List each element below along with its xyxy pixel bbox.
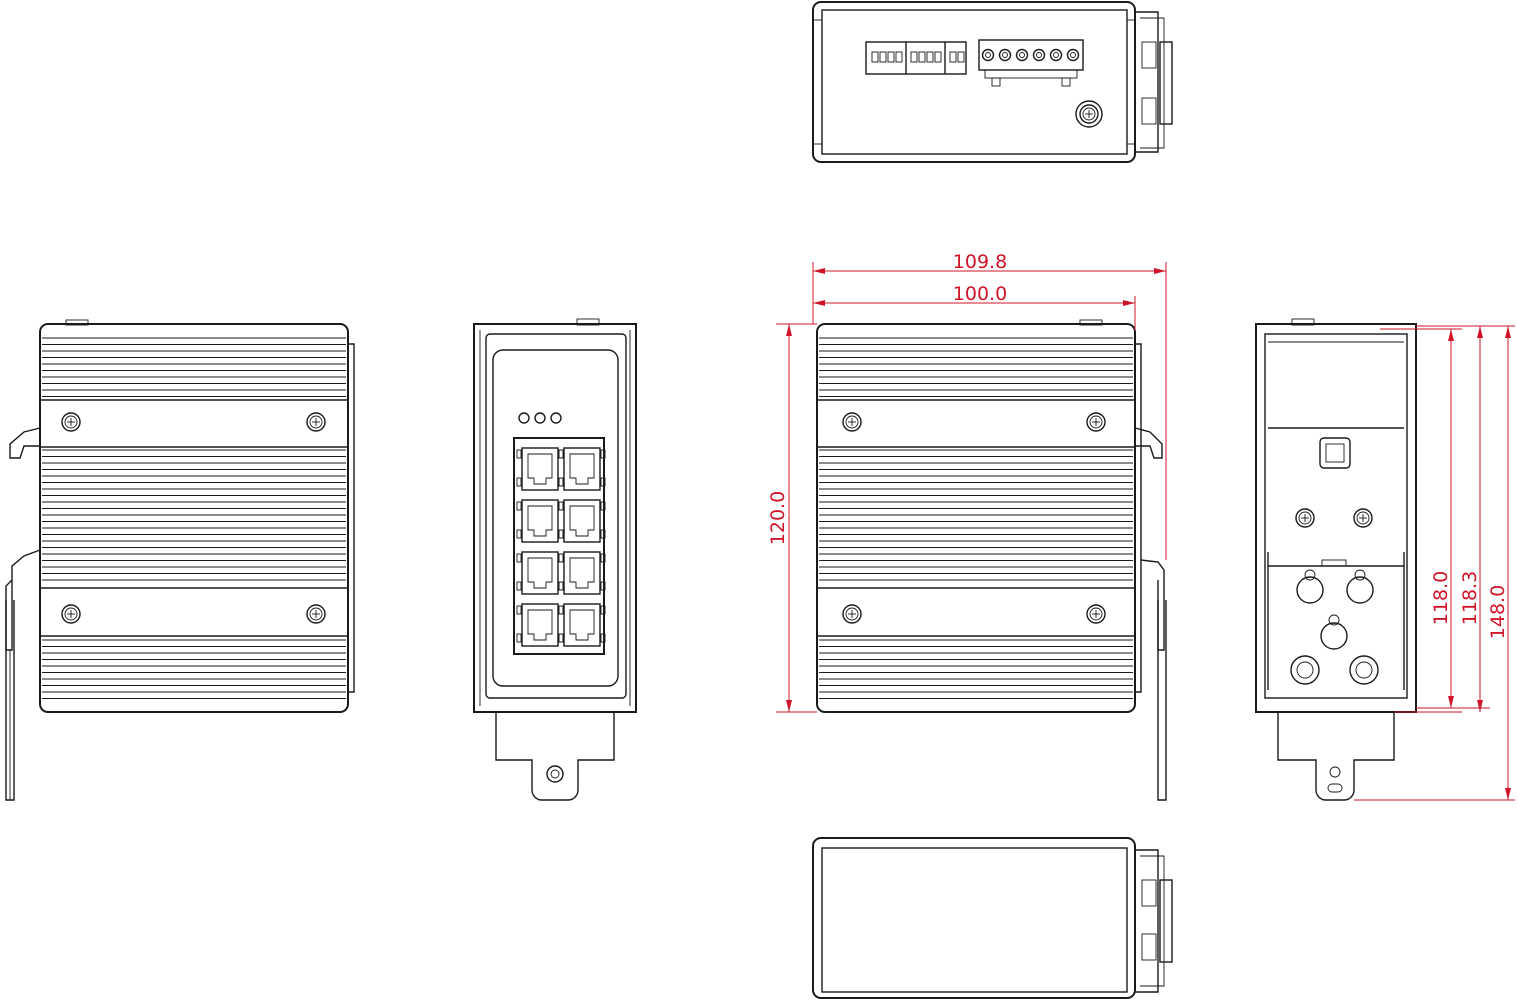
terminal-screw [985,52,991,58]
terminal-screw [1019,52,1025,58]
dip-switch [918,51,926,63]
terminal-hole [998,48,1012,62]
terminal-hole [1032,48,1046,62]
rj45-port-icon [558,499,606,543]
rj45-port-icon [516,603,564,647]
dim-width-overall: 109.8 [953,251,1007,273]
dip-switch [910,51,918,63]
dip-switch [879,51,887,63]
terminal-hole [1015,48,1029,62]
top-view [812,1,1173,163]
front-view [816,319,1167,801]
ground-screw-icon [1079,104,1099,124]
rj45-port-icon [516,447,564,491]
dip-switch [895,51,903,63]
dip-switch [926,51,934,63]
rj45-port-icon [558,447,606,491]
dip-switch [957,51,965,63]
rj45-port-icon [516,499,564,543]
power-terminal-block [978,39,1084,87]
bottom-view [812,837,1173,999]
terminal-hole [981,48,995,62]
right-side-view [1255,318,1417,801]
dip-switch [934,51,942,63]
terminal-screw [1053,52,1059,58]
dip-switch [949,51,957,63]
dim-height-118-0: 118.0 [1430,571,1452,625]
dimension-lines: 109.8 100.0 120.0 118.0 118.3 148.0 [767,251,1515,801]
left-side-view [5,319,355,801]
terminal-hole [1066,48,1080,62]
dim-height-148-0: 148.0 [1487,585,1509,639]
front-port-view [473,318,637,801]
dip-switch [871,51,879,63]
rj45-port-icon [558,603,606,647]
terminal-hole [1049,48,1063,62]
terminal-screw [1070,52,1076,58]
terminal-screw [1002,52,1008,58]
rj45-port-icon [516,551,564,595]
dim-width-body: 100.0 [953,283,1007,305]
status-leds [518,412,562,424]
rj45-port-icon [558,551,606,595]
terminal-screw [1036,52,1042,58]
dip-switch [887,51,895,63]
dip-switch-block [865,41,967,75]
dim-height-118-3: 118.3 [1459,571,1481,625]
dim-height-body: 120.0 [767,491,789,545]
